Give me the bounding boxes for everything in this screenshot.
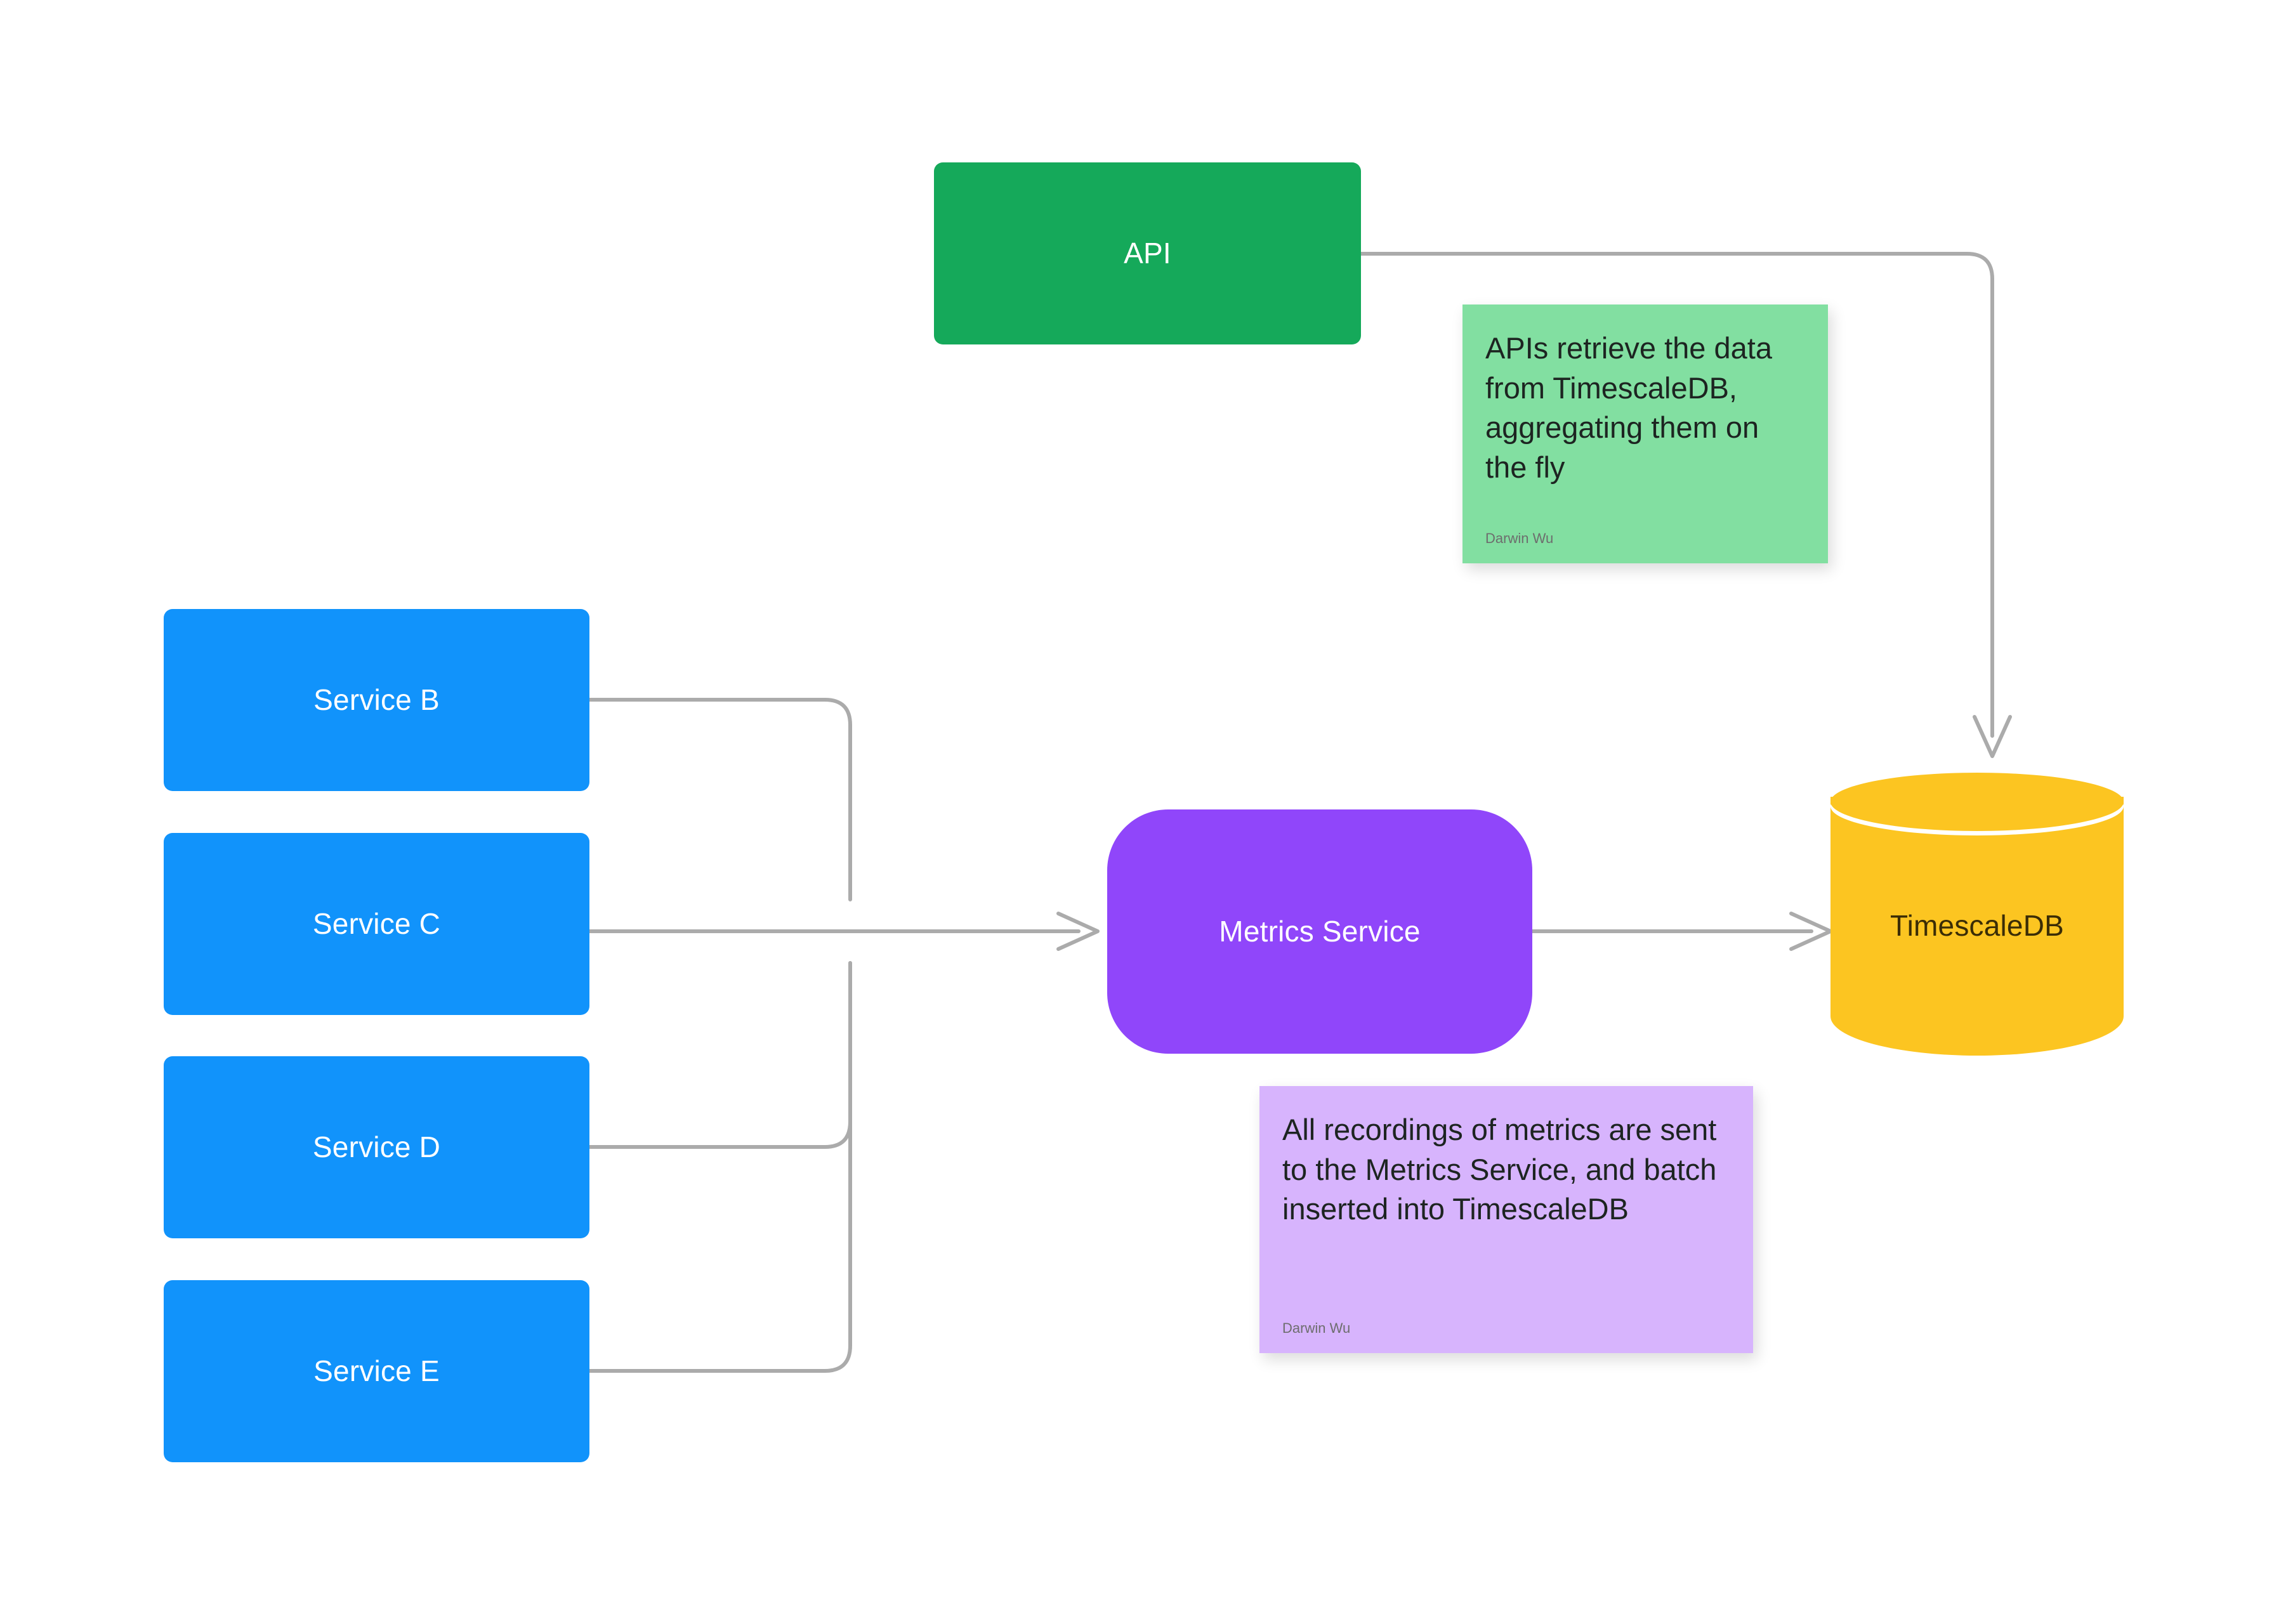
edge-service-e-to-metrics[interactable] xyxy=(587,961,852,1373)
node-service-d-label: Service D xyxy=(312,1130,441,1163)
arrowhead-api-to-timescaledb xyxy=(1973,715,2012,758)
node-metrics-service-label: Metrics Service xyxy=(1219,914,1421,948)
edge-service-b-to-metrics[interactable] xyxy=(587,698,852,901)
node-api-label: API xyxy=(1124,236,1171,270)
sticky-note-metrics-author: Darwin Wu xyxy=(1282,1320,1351,1336)
sticky-note-api[interactable]: APIs retrieve the data from TimescaleDB,… xyxy=(1462,304,1828,563)
node-metrics-service[interactable]: Metrics Service xyxy=(1107,809,1532,1054)
node-service-d[interactable]: Service D xyxy=(164,1056,589,1238)
sticky-note-metrics[interactable]: All recordings of metrics are sent to th… xyxy=(1259,1086,1753,1353)
arrowhead-trunk-to-metrics xyxy=(1056,912,1100,951)
node-service-c[interactable]: Service C xyxy=(164,833,589,1015)
node-service-c-label: Service C xyxy=(312,907,441,940)
node-service-e-label: Service E xyxy=(313,1354,440,1387)
node-timescaledb[interactable]: TimescaleDB xyxy=(1830,773,2124,1080)
sticky-note-api-text: APIs retrieve the data from TimescaleDB,… xyxy=(1485,331,1772,484)
sticky-note-api-author: Darwin Wu xyxy=(1485,530,1554,546)
node-timescaledb-label: TimescaleDB xyxy=(1890,909,2064,943)
edge-api-to-timescaledb[interactable] xyxy=(1359,252,1994,738)
cylinder-top-ellipse-shape xyxy=(1830,773,2124,831)
node-service-b[interactable]: Service B xyxy=(164,609,589,791)
node-api[interactable]: API xyxy=(934,162,1361,344)
sticky-note-metrics-text: All recordings of metrics are sent to th… xyxy=(1282,1113,1717,1226)
edge-service-d-to-metrics[interactable] xyxy=(587,961,852,1149)
node-service-e[interactable]: Service E xyxy=(164,1280,589,1462)
node-service-b-label: Service B xyxy=(313,683,440,716)
cylinder-body-shape xyxy=(1830,797,2124,1056)
